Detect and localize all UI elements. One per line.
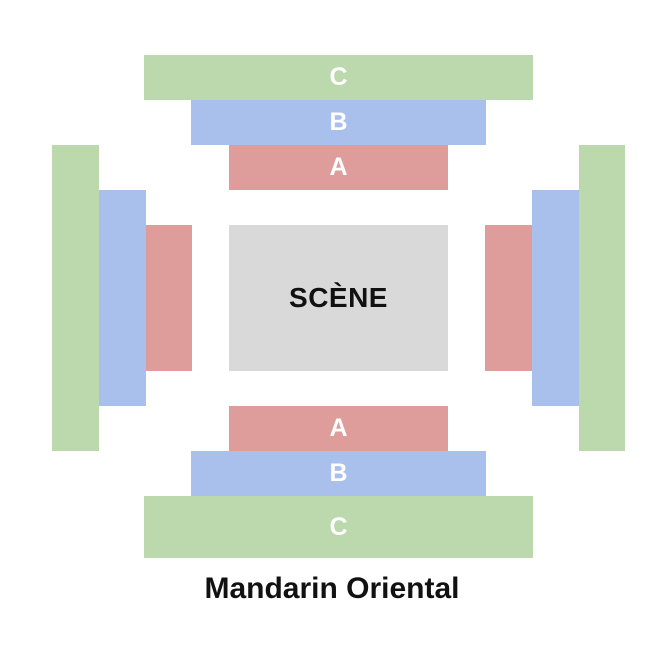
stage: SCÈNE	[229, 225, 448, 371]
section-c-bottom-label: C	[329, 512, 348, 541]
section-a-left[interactable]	[146, 225, 192, 371]
section-a-bottom-label: A	[329, 414, 348, 442]
section-b-top[interactable]: B	[191, 100, 486, 145]
section-b-bottom-label: B	[329, 459, 348, 487]
section-a-right[interactable]	[485, 225, 532, 371]
section-b-left[interactable]	[99, 190, 146, 406]
section-a-bottom[interactable]: A	[229, 406, 448, 451]
section-b-top-label: B	[329, 108, 348, 136]
section-a-top[interactable]: A	[229, 145, 448, 190]
section-a-top-label: A	[329, 153, 348, 181]
section-c-top-label: C	[329, 63, 348, 91]
section-c-right[interactable]	[579, 145, 625, 451]
section-c-bottom[interactable]: C	[144, 496, 533, 558]
section-c-top[interactable]: C	[144, 55, 533, 100]
venue-name: Mandarin Oriental	[204, 572, 460, 605]
stage-label: SCÈNE	[289, 282, 388, 313]
section-c-left[interactable]	[52, 145, 99, 451]
section-b-bottom[interactable]: B	[191, 451, 486, 496]
section-b-right[interactable]	[532, 190, 579, 406]
